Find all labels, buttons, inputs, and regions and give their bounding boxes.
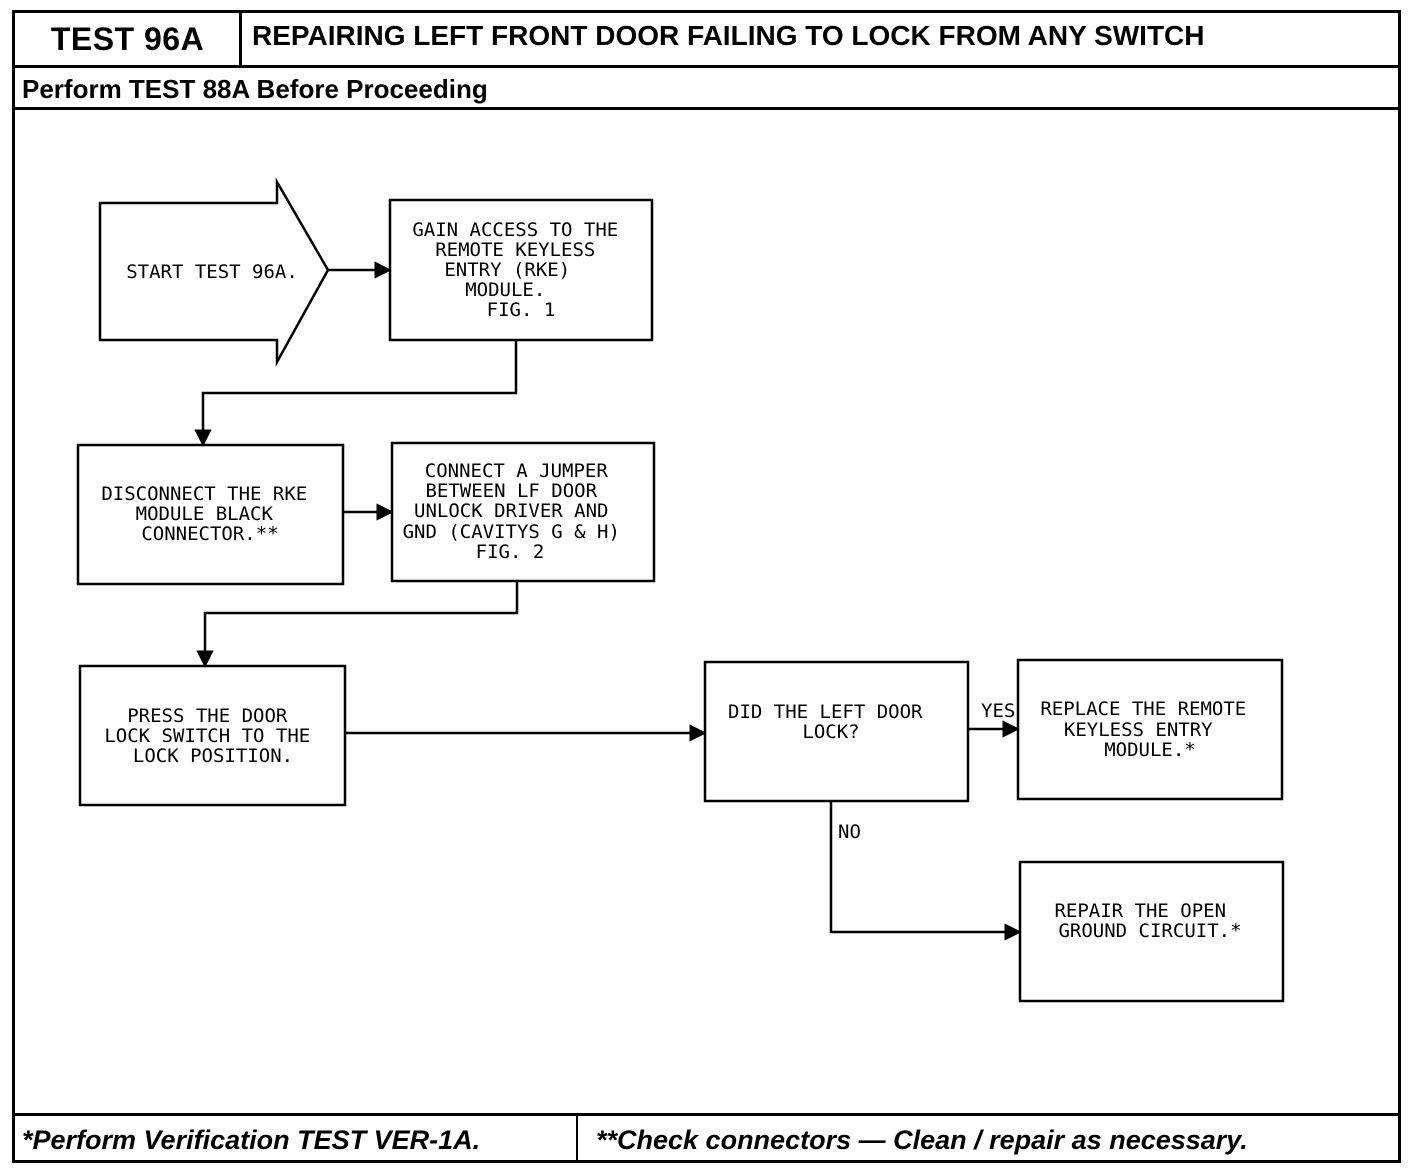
start-label: START TEST 96A. [126, 261, 298, 283]
yes-label: YES [981, 700, 1015, 722]
connect-jumper-line: UNLOCK DRIVER AND [414, 500, 608, 522]
footer-divider [12, 1113, 1401, 1116]
decision-box [703, 660, 970, 803]
page-title: REPAIRING LEFT FRONT DOOR FAILING TO LOC… [252, 20, 1205, 51]
replace-module-box [1016, 658, 1284, 801]
decision-line: DID THE LEFT DOOR [728, 701, 923, 723]
footnote-verification: *Perform Verification TEST VER-1A. [22, 1124, 481, 1155]
gain-access-line: ENTRY (RKE) [444, 259, 570, 281]
page-frame [12, 10, 1401, 1163]
footnote-connectors: **Check connectors — Clean / repair as n… [596, 1124, 1248, 1155]
decision-line: LOCK? [802, 721, 859, 743]
connector-access-to-disconnect [194, 341, 518, 447]
disconnect-line: MODULE BLACK [136, 503, 274, 525]
disconnect-line: CONNECTOR.** [141, 523, 278, 545]
gain-access-line: FIG. 1 [487, 299, 556, 321]
repair-ground-line: REPAIR THE OPEN [1054, 900, 1226, 922]
gain-access-line: MODULE. [465, 279, 545, 301]
press-switch-line: LOCK POSITION. [133, 745, 293, 767]
test-id: TEST 96A [50, 20, 205, 57]
decision-text: DID THE LEFT DOOR LOCK? [728, 701, 934, 743]
connect-jumper-text: CONNECT A JUMPER BETWEEN LF DOOR UNLOCK … [403, 460, 632, 563]
press-switch-text: PRESS THE DOOR LOCK SWITCH TO THE LOCK P… [104, 705, 321, 767]
press-switch-box [78, 664, 347, 807]
header-id-divider [239, 10, 242, 67]
footer-note-divider [576, 1113, 578, 1163]
connector-jumper-to-press [196, 582, 519, 668]
repair-ground-text: REPAIR THE OPEN GROUND CIRCUIT.* [1054, 900, 1241, 942]
connect-jumper-box [390, 441, 656, 583]
header-divider [12, 65, 1401, 68]
connect-jumper-line: CONNECT A JUMPER [425, 460, 609, 482]
replace-module-line: KEYLESS ENTRY [1064, 719, 1213, 741]
repair-ground-box [1018, 860, 1285, 1003]
replace-module-line: MODULE.* [1104, 739, 1196, 761]
connector-decision-no [829, 801, 1022, 941]
start-arrow-shape [98, 177, 330, 367]
connect-jumper-line: GND (CAVITYS G & H) [403, 521, 620, 543]
gain-access-text: GAIN ACCESS TO THE REMOTE KEYLESS ENTRY … [412, 219, 629, 321]
disconnect-text: DISCONNECT THE RKE MODULE BLACK CONNECTO… [101, 483, 318, 545]
replace-module-text: REPLACE THE REMOTE KEYLESS ENTRY MODULE.… [1040, 698, 1257, 761]
repair-ground-line: GROUND CIRCUIT.* [1058, 920, 1241, 942]
connect-jumper-line: FIG. 2 [476, 541, 545, 563]
press-switch-line: PRESS THE DOOR [127, 705, 288, 727]
disconnect-box [76, 443, 345, 586]
prerequisite-note: Perform TEST 88A Before Proceeding [22, 73, 488, 104]
press-switch-line: LOCK SWITCH TO THE [104, 725, 310, 747]
connect-jumper-line: BETWEEN LF DOOR [425, 480, 597, 502]
replace-module-line: REPLACE THE REMOTE [1040, 698, 1246, 720]
gain-access-box [388, 198, 654, 342]
gain-access-line: REMOTE KEYLESS [435, 239, 595, 261]
no-label: NO [838, 821, 861, 843]
disconnect-line: DISCONNECT THE RKE [101, 483, 307, 505]
gain-access-line: GAIN ACCESS TO THE [412, 219, 618, 241]
subheader-divider [12, 107, 1401, 110]
start-label-line: START TEST 96A. [126, 261, 298, 283]
